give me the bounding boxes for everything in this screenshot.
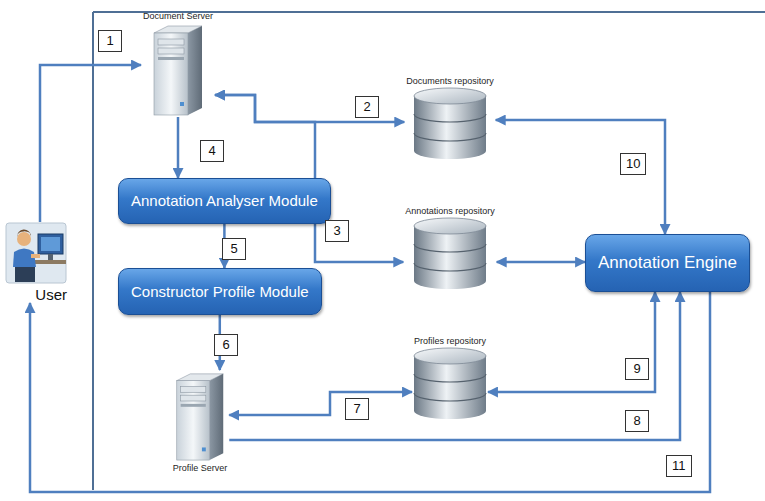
connector-arrow: [488, 292, 655, 392]
server-icon: [150, 22, 206, 117]
repository: Annotations repository: [403, 205, 497, 291]
node-label: User: [35, 284, 67, 303]
node-label: Profiles repository: [412, 335, 488, 347]
connector-arrow: [177, 117, 180, 178]
callout-number: 10: [620, 153, 646, 175]
server-icon: [172, 370, 228, 462]
process-box: Annotation Engine: [585, 234, 750, 292]
process-box: Constructor Profile Module: [118, 268, 322, 315]
callout-number: 8: [625, 410, 649, 432]
database-icon: [412, 87, 488, 161]
callout-number: 9: [625, 358, 649, 380]
callout-number: 1: [98, 30, 122, 52]
user-icon: [5, 222, 67, 284]
connector-arrow: [30, 292, 710, 492]
callout-number: 11: [666, 455, 692, 477]
callout-number: 2: [355, 96, 379, 118]
connector-arrow: [215, 95, 404, 122]
box-label: Annotation Engine: [598, 253, 737, 273]
database-icon: [412, 347, 488, 421]
callout-number: 3: [325, 220, 349, 242]
connector-arrow: [229, 392, 412, 415]
server: Document Server: [141, 10, 215, 117]
server: Profile Server: [171, 370, 230, 474]
box-label: Annotation Analyser Module: [131, 192, 318, 210]
user-actor: User: [5, 222, 67, 303]
frame-line: [92, 12, 94, 490]
repository: Profiles repository: [412, 335, 488, 421]
callout-number: 4: [200, 140, 224, 162]
process-box: Annotation Analyser Module: [118, 178, 331, 224]
connector-arrow: [497, 261, 585, 264]
box-label: Constructor Profile Module: [131, 283, 309, 301]
node-label: Document Server: [141, 10, 215, 22]
callout-number: 6: [214, 334, 238, 356]
database-icon: [412, 217, 488, 291]
connector-arrow: [496, 120, 665, 234]
callout-number: 7: [345, 398, 369, 420]
callout-number: 5: [222, 238, 246, 260]
node-label: Annotations repository: [403, 205, 497, 217]
node-label: Profile Server: [171, 462, 230, 474]
repository: Documents repository: [404, 75, 496, 161]
node-label: Documents repository: [404, 75, 496, 87]
